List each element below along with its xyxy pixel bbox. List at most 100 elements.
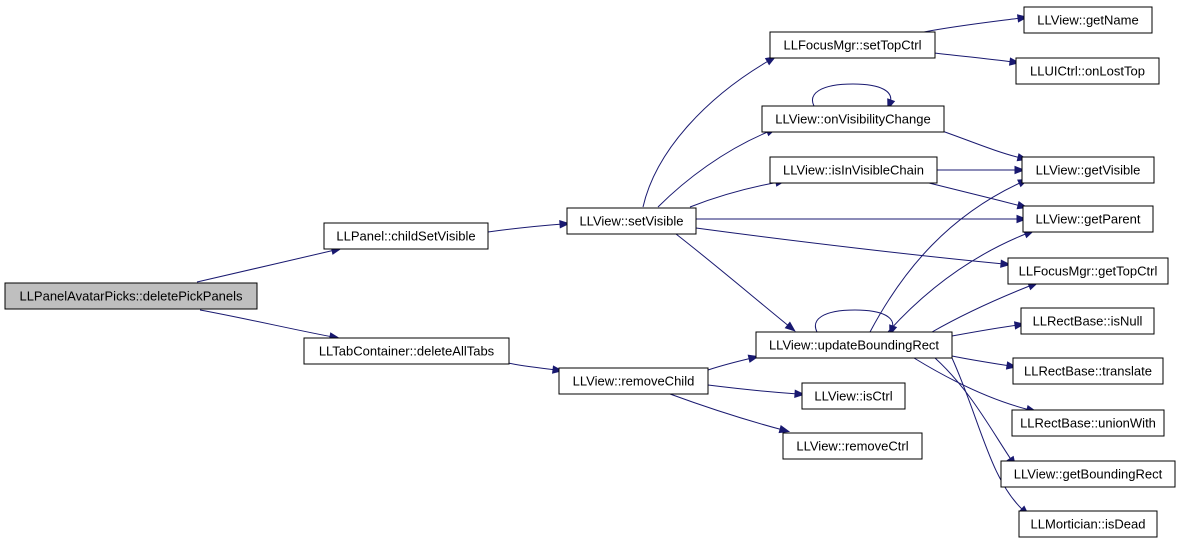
function-node[interactable]: LLView::getParent (1022, 205, 1154, 233)
function-node[interactable]: LLView::getVisible (1021, 156, 1155, 184)
node-label: LLRectBase::isNull (1033, 314, 1143, 329)
node-label: LLView::getParent (1035, 212, 1140, 227)
node-box (1015, 57, 1160, 85)
node-label: LLFocusMgr::setTopCtrl (784, 38, 922, 53)
edge-line (913, 357, 1031, 411)
edge-n1-to-n3 (199, 309, 341, 341)
edge-line (931, 284, 1033, 333)
node-box (1000, 460, 1176, 488)
edge-line (934, 357, 1013, 462)
node-label: LLTabContainer::deleteAllTabs (319, 344, 495, 359)
edge-line (707, 357, 753, 371)
edge-n9-to-n9 (815, 309, 898, 336)
edge-line (941, 130, 1022, 159)
function-node[interactable]: LLFocusMgr::setTopCtrl (769, 31, 936, 59)
node-label: LLUICtrl::onLostTop (1030, 64, 1145, 79)
node-box (761, 105, 945, 133)
node-label: LLPanelAvatarPicks::deletePickPanels (19, 289, 243, 304)
node-box (1018, 510, 1158, 538)
node-label: LLView::removeChild (573, 374, 695, 389)
function-node[interactable]: LLView::getName (1023, 6, 1153, 34)
function-node[interactable]: LLView::isInVisibleChain (769, 156, 938, 184)
function-node[interactable]: LLView::onVisibilityChange (761, 105, 945, 133)
edge-line (487, 223, 564, 233)
node-box (769, 156, 938, 184)
node-box (1022, 205, 1154, 233)
edge-n5-to-n11 (669, 393, 791, 434)
edge-n6-to-n12 (923, 14, 1029, 33)
function-node[interactable]: LLView::removeChild (558, 367, 709, 395)
function-node[interactable]: LLRectBase::isNull (1020, 307, 1155, 335)
function-node[interactable]: LLView::getBoundingRect (1000, 460, 1176, 488)
node-label: LLRectBase::unionWith (1020, 416, 1156, 431)
edge-line (669, 393, 784, 431)
edge-arrowhead (559, 220, 571, 229)
function-node[interactable]: LLTabContainer::deleteAllTabs (303, 337, 510, 365)
nodes: LLPanelAvatarPicks::deletePickPanels LLPa… (4, 6, 1176, 538)
edge-line (869, 181, 1023, 333)
edge-n4-to-n16 (695, 227, 1012, 268)
edge-n4-to-n6 (642, 56, 777, 208)
edge-line (815, 309, 894, 333)
root-function-node: LLPanelAvatarPicks::deletePickPanels (4, 282, 258, 310)
node-box (558, 367, 709, 395)
edge-n3-to-n5 (507, 362, 564, 374)
edge-line (951, 324, 1019, 337)
edge-line (657, 130, 771, 208)
edge-n7-to-n7 (812, 83, 896, 110)
edge-n5-to-n10 (707, 384, 806, 398)
edge-n1-to-n2 (196, 246, 343, 283)
node-label: LLView::getBoundingRect (1014, 467, 1163, 482)
node-label: LLView::getName (1037, 13, 1138, 28)
edge-arrowhead (1014, 165, 1026, 175)
edge-line (642, 59, 771, 208)
node-box (1023, 6, 1153, 34)
node-label: LLView::updateBoundingRect (769, 338, 939, 353)
edge-line (887, 232, 1029, 333)
node-label: LLPanel::childSetVisible (336, 229, 475, 244)
edge-line (199, 309, 334, 338)
edge-n9-to-n18 (951, 355, 1018, 370)
node-label: LLView::onVisibilityChange (775, 112, 930, 127)
edge-line (695, 227, 1005, 265)
node-label: LLMortician::isDead (1031, 517, 1146, 532)
function-node[interactable]: LLView::removeCtrl (782, 432, 923, 460)
function-node[interactable]: LLView::isCtrl (801, 382, 906, 410)
node-box (4, 282, 258, 310)
node-box (1012, 357, 1164, 385)
node-label: LLView::setVisible (579, 214, 683, 229)
edge-n2-to-n4 (487, 220, 571, 233)
function-node[interactable]: LLFocusMgr::getTopCtrl (1007, 257, 1169, 285)
edge-n4-to-n14 (696, 214, 1028, 224)
edge-line (196, 249, 336, 283)
node-box (801, 382, 906, 410)
node-label: LLView::removeCtrl (796, 439, 908, 454)
edge-arrowhead (1000, 259, 1012, 268)
edge-line (675, 233, 791, 328)
function-node[interactable]: LLView::updateBoundingRect (755, 331, 953, 359)
function-node[interactable]: LLRectBase::unionWith (1011, 409, 1165, 437)
node-label: LLView::getVisible (1036, 163, 1141, 178)
node-box (1011, 409, 1165, 437)
node-label: LLFocusMgr::getTopCtrl (1019, 264, 1158, 279)
node-box (755, 331, 953, 359)
edge-n8-to-n14 (937, 165, 1026, 175)
function-node[interactable]: LLUICtrl::onLostTop (1015, 57, 1160, 85)
node-box (303, 337, 510, 365)
edge-n6-to-n13 (933, 52, 1021, 66)
edge-arrowhead (552, 365, 564, 374)
function-node[interactable]: LLRectBase::translate (1012, 357, 1164, 385)
node-label: LLView::isCtrl (814, 389, 892, 404)
edge-line (951, 355, 1011, 367)
node-label: LLView::isInVisibleChain (783, 163, 924, 178)
edge-arrowhead (1016, 14, 1029, 23)
edge-arrowhead (794, 389, 806, 398)
function-node[interactable]: LLMortician::isDead (1018, 510, 1158, 538)
function-node[interactable]: LLPanel::childSetVisible (323, 222, 489, 250)
node-box (323, 222, 489, 250)
edge-arrowhead (747, 354, 760, 363)
node-box (1020, 307, 1155, 335)
edge-n9-to-n14 (869, 178, 1029, 333)
function-node[interactable]: LLView::setVisible (566, 207, 697, 235)
